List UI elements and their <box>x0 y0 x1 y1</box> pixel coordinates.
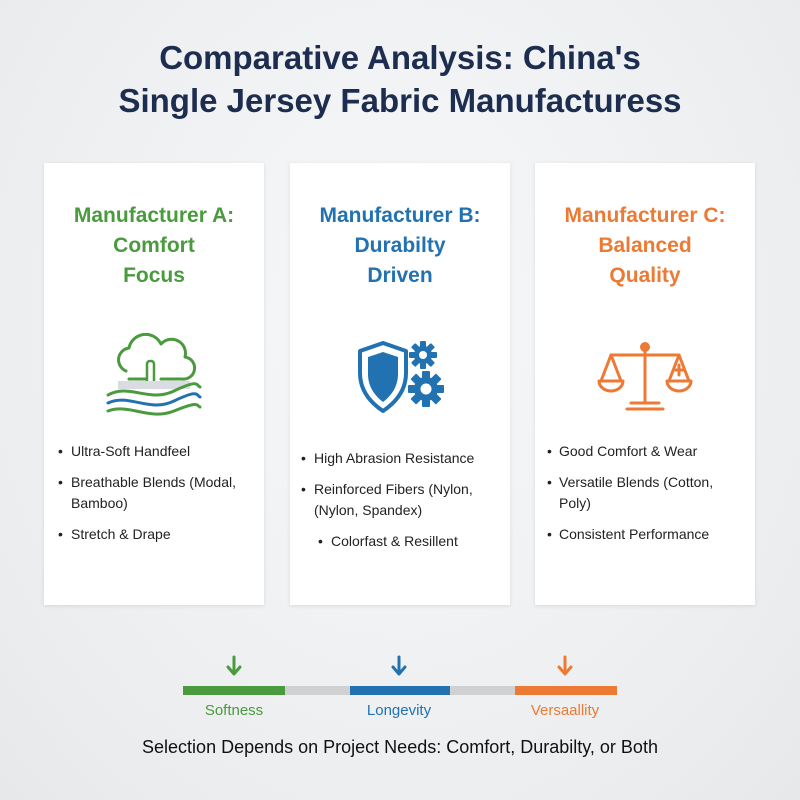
feature-item: Colorfast & Resillent <box>290 531 510 552</box>
longevity-label: Longevity <box>366 702 432 719</box>
longevity-segment <box>350 686 450 695</box>
cloud-fabric-wave-icon <box>106 333 202 416</box>
manufacturer-b-title-line-2: Durabilty <box>354 234 446 257</box>
balance-scale-icon <box>597 342 693 411</box>
shield-gears-icon <box>358 341 444 413</box>
manufacturer-c-features: Good Comfort & Wear Versatile Blends (Co… <box>535 441 755 555</box>
title-line-1: Comparative Analysis: China's <box>159 39 641 76</box>
manufacturer-a-title: Manufacturer A: Comfort Focus <box>44 201 264 291</box>
scale-track <box>183 686 617 695</box>
manufacturer-b-title-line-3: Driven <box>367 264 433 287</box>
footer-caption: Selection Depends on Project Needs: Comf… <box>142 737 658 757</box>
versatility-label: Versaallity <box>530 702 600 719</box>
feature-item: Consistent Performance <box>535 524 755 545</box>
manufacturer-b-title-line-1: Manufacturer B: <box>319 204 481 227</box>
softness-label: Softness <box>204 702 264 719</box>
manufacturer-c-title-line-1: Manufacturer C: <box>564 204 726 227</box>
down-arrow-icon <box>226 655 242 676</box>
feature-item: Breathable Blends (Modal, Bamboo) <box>44 472 246 514</box>
manufacturer-a-title-line-3: Focus <box>123 264 185 287</box>
down-arrow-icon <box>557 655 573 676</box>
manufacturer-c-title-line-3: Quality <box>609 264 681 287</box>
manufacturer-b-card: Manufacturer B: Durabilty Driven High Ab… <box>290 163 510 605</box>
manufacturer-a-features: Ultra-Soft Handfeel Breathable Blends (M… <box>44 441 264 555</box>
manufacturer-a-card: Manufacturer A: Comfort Focus Ultra-Soft… <box>44 163 264 605</box>
manufacturer-b-title: Manufacturer B: Durabilty Driven <box>290 201 510 291</box>
manufacturer-a-title-line-1: Manufacturer A: <box>73 204 235 227</box>
feature-item: Good Comfort & Wear <box>535 441 755 462</box>
feature-item: Reinforced Fibers (Nylon, (Nylon, Spande… <box>290 479 494 521</box>
feature-item: Stretch & Drape <box>44 524 264 545</box>
manufacturer-c-title: Manufacturer C: Balanced Quality <box>535 201 755 291</box>
feature-item: Versatile Blends (Cotton, Poly) <box>535 472 744 514</box>
softness-segment <box>183 686 285 695</box>
title-line-2: Single Jersey Fabric Manufacturess <box>118 82 682 119</box>
manufacturer-a-title-line-2: Comfort <box>113 234 195 257</box>
down-arrow-icon <box>391 655 407 676</box>
versatility-segment <box>515 686 617 695</box>
manufacturer-c-card: Manufacturer C: Balanced Quality Good Co… <box>535 163 755 605</box>
manufacturer-c-title-line-2: Balanced <box>598 234 692 257</box>
manufacturer-b-features: High Abrasion Resistance Reinforced Fibe… <box>290 448 510 562</box>
feature-item: High Abrasion Resistance <box>290 448 510 469</box>
feature-item: Ultra-Soft Handfeel <box>44 441 264 462</box>
page-title: Comparative Analysis: China's Single Jer… <box>0 36 800 122</box>
